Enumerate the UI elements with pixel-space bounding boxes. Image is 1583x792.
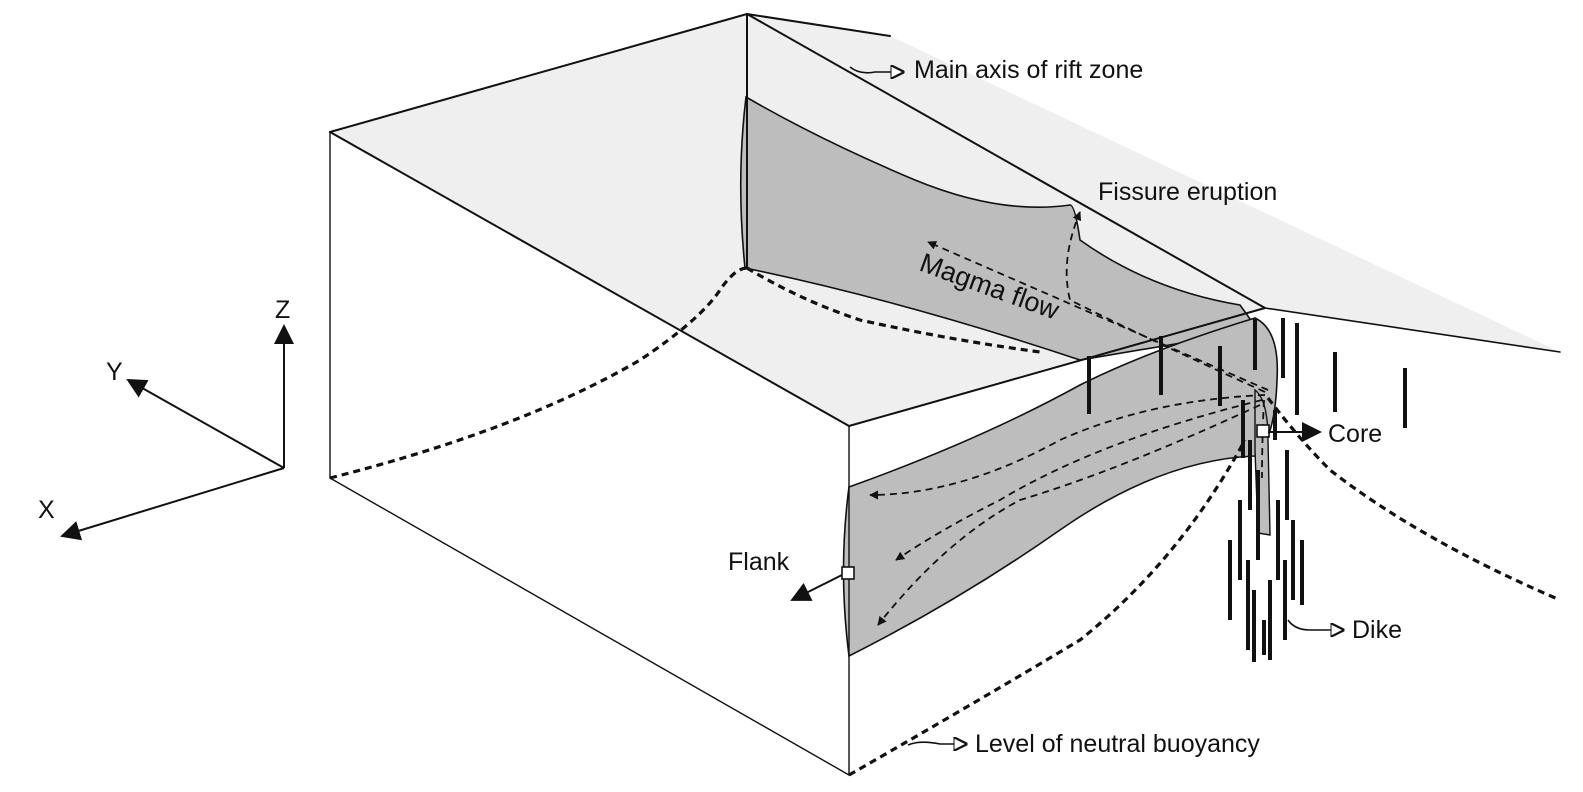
x-axis-label: X — [38, 496, 55, 524]
dike-label: Dike — [1352, 616, 1402, 644]
dike-swarm — [1087, 318, 1407, 662]
core-sample-box — [1256, 424, 1270, 438]
block-outline — [329, 13, 1561, 776]
magma-flow-paths — [869, 211, 1269, 626]
core-label: Core — [1328, 420, 1382, 448]
x-axis-arrow — [60, 467, 285, 541]
axes-triad — [60, 324, 294, 541]
main-axis-label: Main axis of rift zone — [914, 56, 1143, 84]
neutral-buoyancy-level — [329, 266, 1561, 777]
y-axis-label: Y — [106, 358, 123, 386]
fissure-eruption-label: Fissure eruption — [1098, 178, 1277, 206]
z-axis-label: Z — [275, 296, 290, 324]
flank-sample-box — [841, 566, 855, 580]
neutral-buoyancy-label: Level of neutral buoyancy — [975, 730, 1260, 758]
y-axis-arrow — [126, 379, 285, 469]
flank-label: Flank — [728, 548, 790, 576]
label-leaders — [790, 67, 1343, 745]
